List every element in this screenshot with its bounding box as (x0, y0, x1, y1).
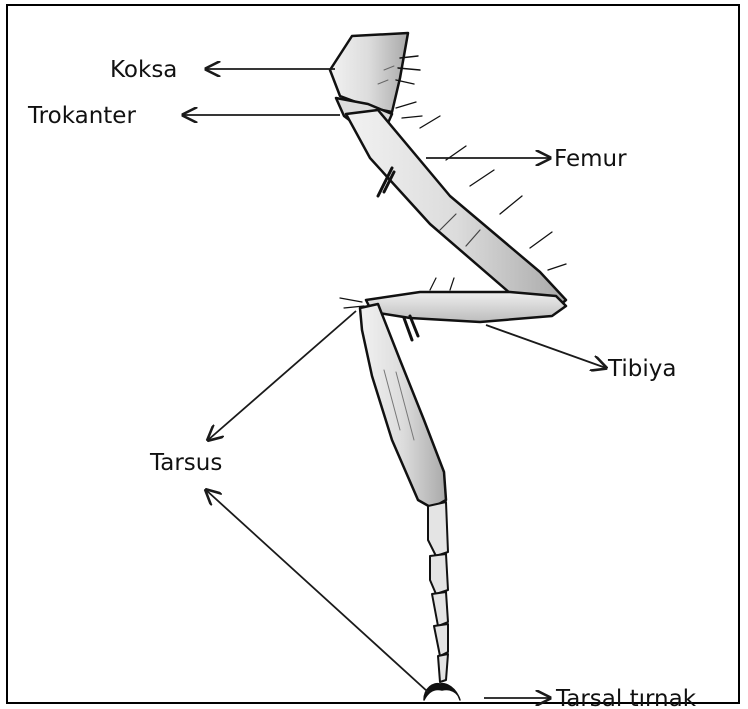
tarsal-claw (424, 684, 460, 700)
label-tarsal-tirnak: Tarsal tırnak (555, 686, 697, 709)
tarsomeres (428, 502, 448, 682)
tibia-segment (366, 292, 566, 322)
label-trokanter: Trokanter (27, 103, 136, 129)
tarsus-segment (360, 304, 446, 508)
label-femur: Femur (554, 146, 627, 172)
label-koksa: Koksa (110, 57, 177, 83)
leg-illustration (330, 33, 566, 700)
tibia-arrow (486, 325, 606, 368)
tarsus-arrow-lower (206, 490, 428, 692)
femur-segment (346, 110, 566, 312)
label-tarsus: Tarsus (149, 450, 222, 476)
tarsus-arrow-upper (208, 311, 356, 440)
label-tibiya: Tibiya (607, 356, 676, 382)
